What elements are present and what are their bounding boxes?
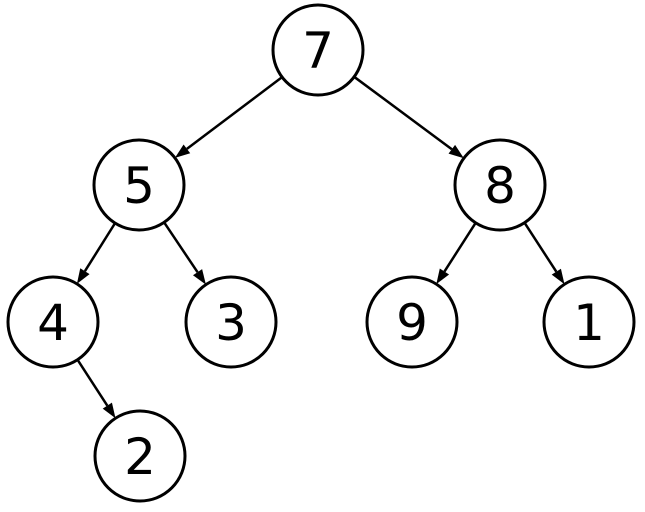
node-circle (271, 3, 365, 97)
node-circle (365, 275, 459, 369)
edge-line (163, 221, 199, 273)
tree-node-2: 2 (93, 409, 187, 503)
edge-line (443, 222, 477, 273)
node-label: 1 (573, 294, 605, 352)
node-circle (6, 275, 100, 369)
arrowhead-icon (102, 402, 116, 419)
node-label: 7 (302, 22, 334, 80)
node-circle (542, 275, 636, 369)
node-label: 9 (396, 294, 428, 352)
tree-node-8: 8 (453, 138, 547, 232)
node-circle (93, 409, 187, 503)
node-circle (184, 275, 278, 369)
edge-line (353, 75, 453, 151)
tree-node-7: 7 (271, 3, 365, 97)
node-label: 5 (123, 157, 155, 215)
tree-edge-7-8 (353, 75, 464, 159)
arrowhead-icon (174, 144, 191, 158)
node-circle (453, 138, 547, 232)
tree-node-5: 5 (92, 138, 186, 232)
arrowhead-icon (192, 269, 206, 285)
arrowhead-icon (76, 268, 90, 284)
edge-line (83, 222, 117, 272)
node-label: 8 (484, 157, 516, 215)
arrowhead-icon (551, 268, 565, 285)
tree-node-3: 3 (184, 275, 278, 369)
tree-edge-8-1 (523, 222, 565, 285)
node-label: 4 (37, 294, 69, 352)
tree-node-4: 4 (6, 275, 100, 369)
tree-edge-5-3 (163, 221, 206, 285)
tree-edge-5-4 (76, 222, 117, 284)
node-label: 3 (215, 294, 247, 352)
edge-line (186, 76, 283, 150)
arrowhead-icon (448, 144, 464, 159)
edge-line (76, 359, 109, 407)
tree-node-9: 9 (365, 275, 459, 369)
tree-edge-8-9 (436, 222, 477, 285)
edge-line (523, 222, 558, 273)
node-circle (92, 138, 186, 232)
node-label: 2 (124, 428, 156, 486)
arrowhead-icon (436, 268, 450, 285)
tree-edge-4-2 (76, 359, 116, 419)
tree-edge-7-5 (174, 76, 283, 158)
tree-node-1: 1 (542, 275, 636, 369)
